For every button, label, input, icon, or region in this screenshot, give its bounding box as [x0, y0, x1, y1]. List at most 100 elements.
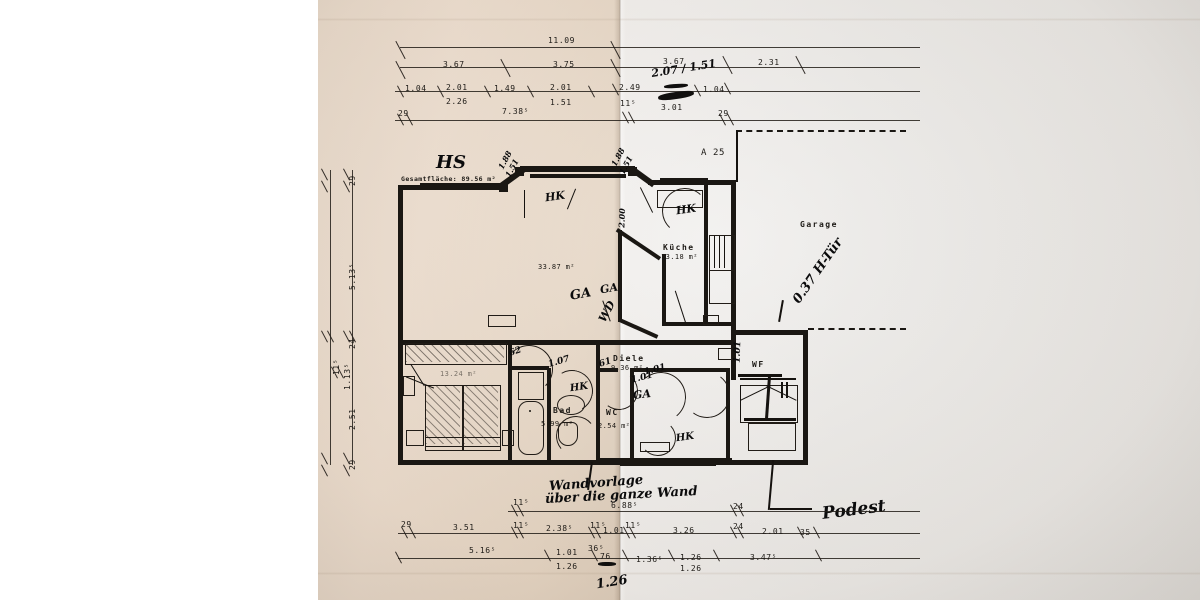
- wf-fixture-2: [748, 423, 796, 451]
- handwritten-hk-1: HK: [544, 188, 566, 205]
- bed-right: [463, 385, 501, 447]
- paper-left-fold: [318, 0, 620, 600]
- leader-line: [524, 190, 525, 218]
- dim-bottom-11_5d: 11⁵: [625, 521, 642, 530]
- wall-room-south: [600, 458, 732, 462]
- wf-mark-1: [781, 382, 783, 398]
- dim-line-left-outer: [330, 170, 331, 465]
- dim-line-row3: [395, 91, 920, 92]
- garage-boundary-left: [736, 130, 738, 182]
- kitchen-counter-line: [714, 236, 715, 268]
- handwritten-hs: HS: [436, 152, 467, 173]
- dim-bottom-1_01b: 1.01: [556, 548, 578, 557]
- wall-exterior-south: [398, 460, 808, 465]
- window-kitchen-north: [660, 178, 708, 182]
- paper-right-fold: [620, 0, 1200, 600]
- handwritten-ga-3: GA: [632, 387, 652, 402]
- wall-kitchen-south: [662, 322, 734, 326]
- wall-exterior-north-west: [398, 185, 503, 190]
- bed-left: [425, 385, 463, 447]
- diele-niche: [718, 348, 732, 360]
- dim-top-2_01a: 2.01: [446, 83, 468, 92]
- dim-line-bottom-row3: [398, 558, 920, 559]
- wall-exterior-east-upper: [731, 180, 736, 330]
- dim-bottom-36: 36⁵: [588, 544, 605, 553]
- handwritten-dim-1_01-b: 1.01: [732, 340, 744, 364]
- dim-top-2_01b: 2.01: [550, 83, 572, 92]
- total-area-label: Gesamtfläche: 89.56 m²: [401, 175, 496, 183]
- dim-bottom-1_01: 1.01: [603, 526, 625, 535]
- dim-line-row2: [400, 67, 920, 68]
- dim-line-bottom-row1: [508, 511, 920, 512]
- living-radiator: [488, 315, 516, 327]
- wall-exterior-east-lower: [803, 330, 808, 465]
- dim-top-1_04b: 1.04: [703, 85, 725, 94]
- nightstand-left: [406, 430, 424, 446]
- dim-bottom-11_5c: 11⁵: [590, 521, 607, 530]
- dim-top-11_5: 11⁵: [620, 99, 637, 108]
- area-wc: 2.54 m²: [598, 422, 631, 430]
- bed-foot-left: [425, 437, 463, 451]
- room-label-wf: WF: [752, 360, 765, 369]
- bedroom-radiator: [403, 376, 415, 396]
- wall-room-east: [726, 368, 730, 462]
- dim-top-2_49: 2.49: [619, 83, 641, 92]
- wall-diele-west: [630, 368, 634, 463]
- dim-top-7_38: 7.38⁵: [502, 107, 530, 116]
- dim-top-29b: 29: [718, 109, 729, 118]
- room-label-kueche: Küche: [663, 243, 695, 252]
- wall-interior-mid-east: [624, 340, 736, 345]
- wall-interior-mid-west: [398, 340, 624, 345]
- garage-boundary-top: [736, 130, 906, 132]
- dim-bottom-2_38: 2.38⁵: [546, 524, 574, 533]
- dim-bottom-3_26: 3.26: [673, 526, 695, 535]
- wf-wall-line: [738, 374, 782, 377]
- paper-crease-bottom: [318, 572, 1200, 575]
- wall-window-north-west: [420, 183, 502, 187]
- kitchen-appliance: [709, 270, 735, 304]
- kitchen-radiator: [703, 315, 719, 325]
- dim-left-24: 24: [348, 338, 357, 349]
- wall-bay-corner-right: [628, 167, 637, 176]
- window-bay-front: [530, 174, 626, 178]
- dim-top-1_51: 1.51: [550, 98, 572, 107]
- dim-bottom-3_47: 3.47⁵: [750, 553, 778, 562]
- wf-mark-2: [786, 382, 788, 398]
- bathtub: [518, 401, 544, 455]
- dim-bottom-1_26b: 1.26: [556, 562, 578, 571]
- dim-bottom-76: 76: [600, 552, 611, 561]
- dim-bottom-1_26a: 1.26: [680, 553, 702, 562]
- wall-kitchen-east: [704, 185, 708, 325]
- dim-bottom-1_26c: 1.26: [680, 564, 702, 573]
- dim-bottom-1_36: 1.36⁵: [636, 555, 664, 564]
- dim-bottom-5_16: 5.16⁵: [469, 546, 497, 555]
- wall-exterior-north-east: [648, 180, 736, 185]
- dim-left-2_51: 2.51: [348, 408, 357, 430]
- diele-radiator: [640, 442, 670, 452]
- kitchen-counter-1: [709, 235, 735, 271]
- wall-east-step: [731, 330, 808, 335]
- wall-exterior-east-mid: [731, 330, 736, 380]
- ink-smudge-bottom: [598, 562, 616, 566]
- shower-tray: [518, 372, 544, 400]
- room-label-garage: Garage: [800, 220, 838, 229]
- dim-bottom-29: 29: [401, 520, 412, 529]
- room-label-wc: WC: [606, 408, 619, 417]
- area-living: 33.87 m²: [538, 263, 575, 271]
- dim-top-2_31: 2.31: [758, 58, 780, 67]
- bedroom-wardrobe: [405, 343, 507, 365]
- dim-top-3_75: 3.75: [553, 60, 575, 69]
- section-marker-a25: A 25: [701, 148, 726, 158]
- dim-top-3_67a: 3.67: [443, 60, 465, 69]
- dim-top-1_49: 1.49: [494, 84, 516, 93]
- bed-left-hatch: [426, 386, 460, 444]
- dim-bottom-11_5b: 11⁵: [513, 521, 530, 530]
- wall-room-north: [634, 368, 730, 372]
- kitchen-upper-cabinet: [657, 190, 703, 208]
- nightstand-right: [502, 430, 514, 446]
- wall-bath-wc: [547, 368, 551, 463]
- dim-bottom-11_5a: 11⁵: [513, 498, 530, 507]
- dim-left-1_13: 1.13⁵: [343, 362, 352, 390]
- dim-bottom-2_01: 2.01: [762, 527, 784, 536]
